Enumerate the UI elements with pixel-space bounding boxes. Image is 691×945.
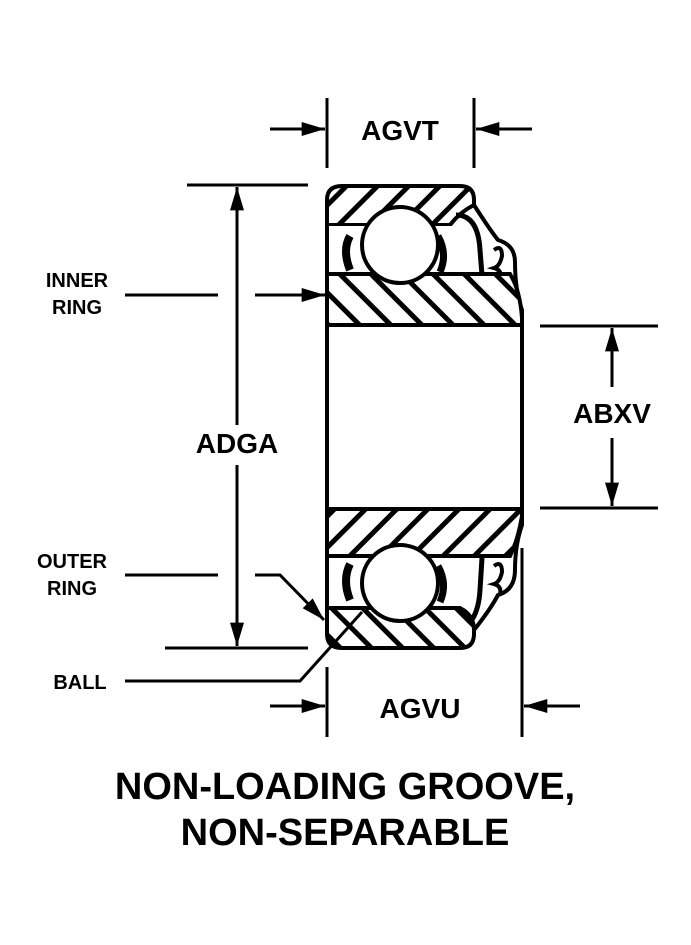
ball-label: BALL [53,672,106,694]
callout-ball: BALL [53,610,364,694]
bearing-section [325,184,524,650]
caption-line2: NON-SEPARABLE [181,812,510,854]
dimension-agvt: AGVT [270,98,532,168]
inner-ring-top [325,272,524,327]
label-agvu: AGVU [380,693,461,724]
outer-ring-label-line1: OUTER [37,551,108,573]
ball-top [360,205,440,285]
inner-ring-bottom [325,507,524,558]
seal-lip [486,562,505,595]
dimension-adga: ADGA [165,183,308,650]
bottom-half [325,507,524,650]
caption-line1: NON-LOADING GROOVE, [115,766,575,808]
ball-bottom [360,543,440,623]
callout-inner-ring: INNER RING [46,270,325,319]
caption: NON-LOADING GROOVE, NON-SEPARABLE [115,766,575,854]
cage-right [434,564,447,604]
top-half [325,184,524,327]
leader-line [125,610,364,683]
seal-lip [486,246,505,279]
label-abxv: ABXV [573,398,651,429]
dimension-abxv: ABXV [540,324,658,510]
dimension-agvu: AGVU [270,548,580,737]
bore [325,323,524,511]
outer-ring-label-line2: RING [47,578,97,600]
callout-outer-ring: OUTER RING [37,551,326,622]
label-agvt: AGVT [361,115,439,146]
cage-left [342,234,354,272]
inner-ring-label-line2: RING [52,297,102,319]
inner-ring-label-line1: INNER [46,270,109,292]
seal-outline [472,509,524,632]
outer-ring-bottom [325,606,476,650]
label-adga: ADGA [196,428,278,459]
arrow-diagonal-icon [255,573,326,622]
cage-left [342,562,354,602]
seal [455,212,485,276]
